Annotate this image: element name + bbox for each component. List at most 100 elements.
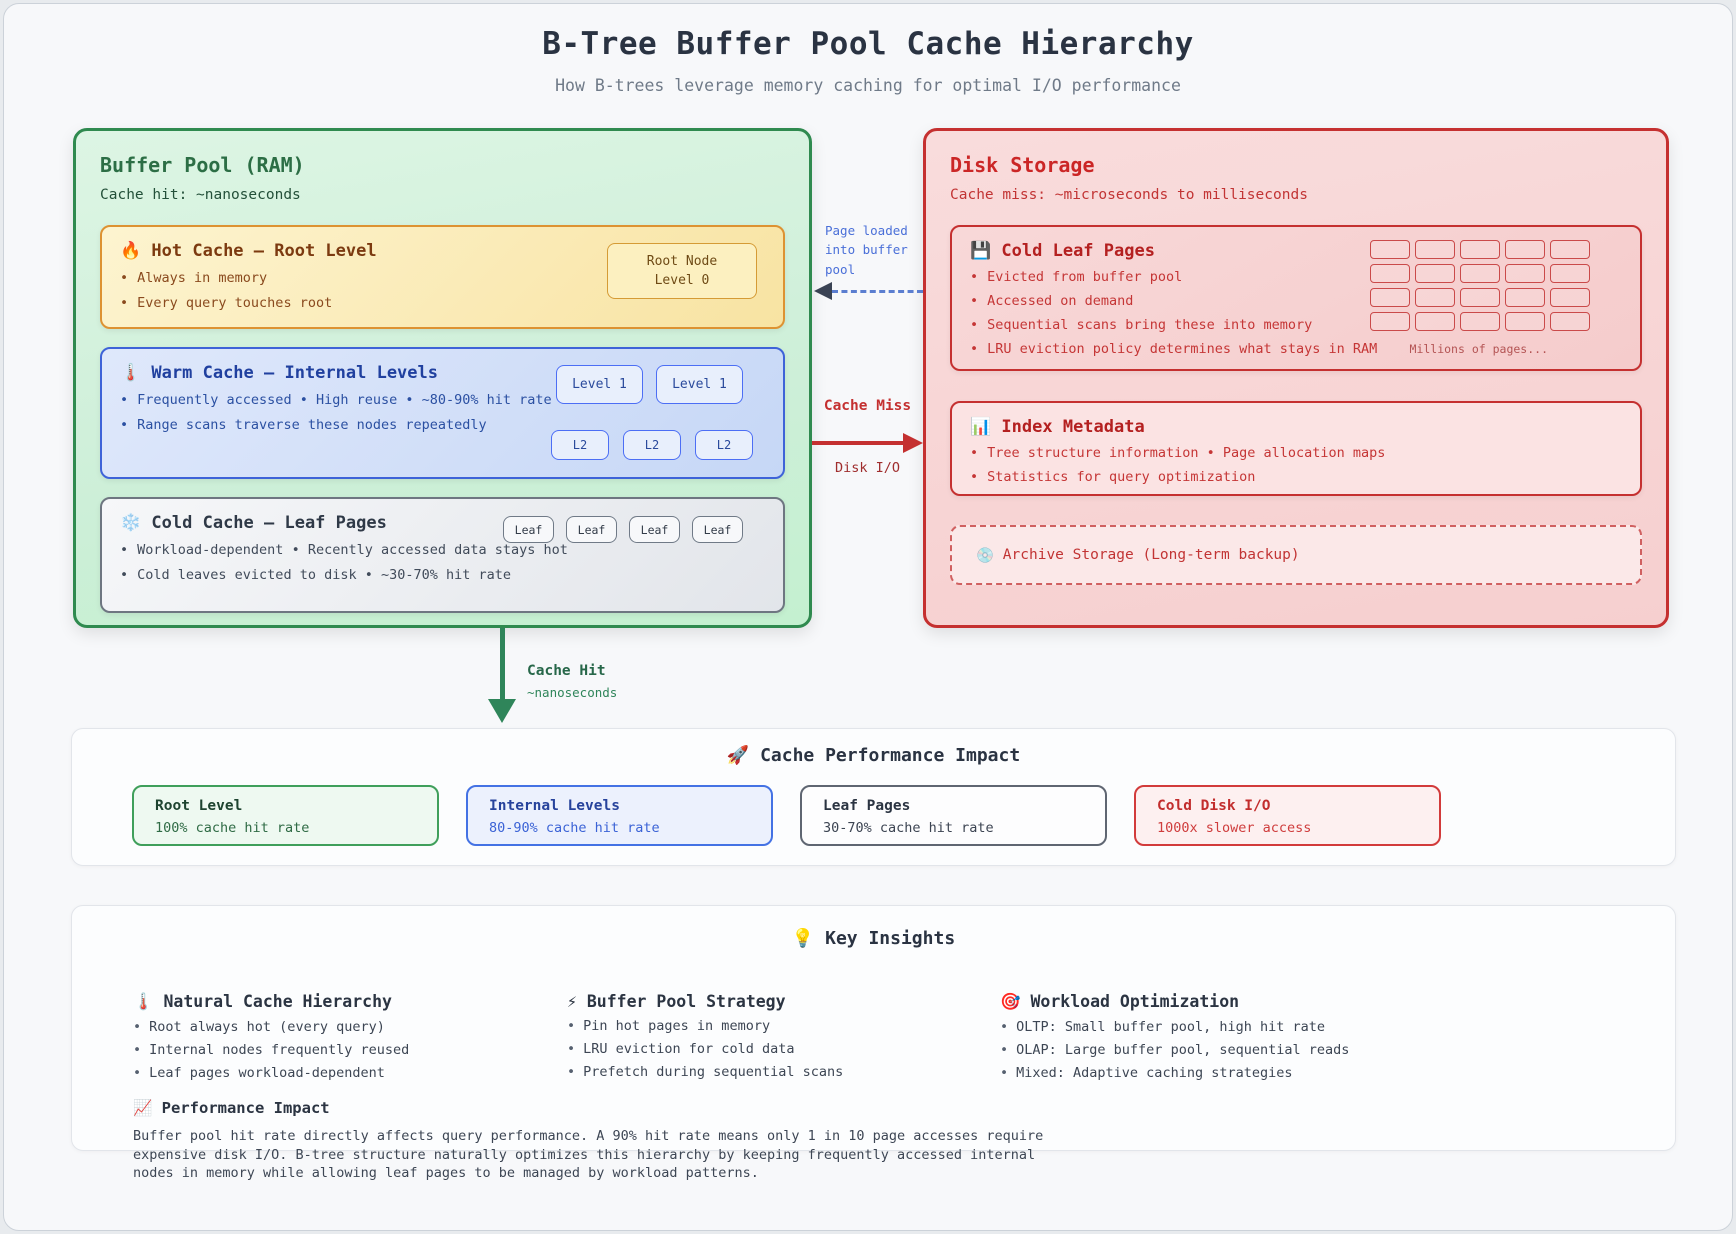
stat-card-root-level: Root Level 100% cache hit rate xyxy=(132,785,439,846)
disk-page-cell xyxy=(1370,240,1410,259)
stat-title: Leaf Pages xyxy=(823,798,911,814)
performance-panel: 🚀 Cache Performance Impact Root Level 10… xyxy=(71,728,1676,866)
level1-node-row: Level 1 Level 1 xyxy=(556,365,743,404)
lightning-icon: ⚡ xyxy=(567,992,577,1011)
cache-hierarchy-diagram: Buffer Pool (RAM) Cache hit: ~nanosecond… xyxy=(4,128,1732,728)
insight-bullet: LRU eviction for cold data xyxy=(567,1041,843,1057)
leaf-node-chip: Leaf xyxy=(629,516,680,543)
page-subtitle: How B-trees leverage memory caching for … xyxy=(555,76,1181,95)
stat-card-internal-levels: Internal Levels 80-90% cache hit rate xyxy=(466,785,773,846)
hot-cache-bullet: Always in memory xyxy=(120,270,765,286)
cold-leaf-pages-title: 💾 Cold Leaf Pages xyxy=(970,241,1622,261)
insight-title: ⚡ Buffer Pool Strategy xyxy=(567,992,843,1011)
insight-column-workload-optimization: 🎯 Workload Optimization OLTP: Small buff… xyxy=(1000,992,1349,1081)
cache-hit-label: Cache Hit xyxy=(527,663,606,679)
snowflake-icon: ❄️ xyxy=(120,513,142,533)
cold-leaf-pages-card: 💾 Cold Leaf Pages Evicted from buffer po… xyxy=(950,225,1642,371)
stat-title: Internal Levels xyxy=(489,798,620,814)
page-title: B-Tree Buffer Pool Cache Hierarchy xyxy=(542,26,1194,62)
hot-cache-bullet: Every query touches root xyxy=(120,295,765,311)
disk-page-cell xyxy=(1415,240,1455,259)
hot-cache-title: 🔥 Hot Cache – Root Level xyxy=(120,241,765,261)
archive-storage-label: Archive Storage (Long-term backup) xyxy=(1002,547,1300,563)
key-insights-panel: 💡 Key Insights 🌡️ Natural Cache Hierarch… xyxy=(71,905,1676,1181)
disk-page-cell xyxy=(1370,312,1410,331)
index-metadata-bullet: Statistics for query optimization xyxy=(970,469,1622,485)
insight-bullet: OLTP: Small buffer pool, high hit rate xyxy=(1000,1019,1349,1035)
disk-storage-title: Disk Storage xyxy=(950,153,1095,177)
insight-bullet: Root always hot (every query) xyxy=(133,1019,409,1035)
disk-page-cell xyxy=(1505,240,1545,259)
level2-node-chip: L2 xyxy=(623,430,681,460)
stat-value: 1000x slower access xyxy=(1157,820,1312,836)
header: B-Tree Buffer Pool Cache Hierarchy How B… xyxy=(4,4,1732,95)
insight-title-text: Workload Optimization xyxy=(1030,992,1240,1011)
arrow-line xyxy=(812,441,903,445)
cold-leaf-bullet: Evicted from buffer pool xyxy=(970,269,1622,285)
insight-column-buffer-pool-strategy: ⚡ Buffer Pool Strategy Pin hot pages in … xyxy=(567,992,843,1080)
insight-bullet: Leaf pages workload-dependent xyxy=(133,1065,409,1081)
cold-leaf-bullet: LRU eviction policy determines what stay… xyxy=(970,341,1622,357)
cold-cache-bullet: Workload-dependent • Recently accessed d… xyxy=(120,542,765,558)
arrow-line xyxy=(499,628,505,699)
insight-bullet: Pin hot pages in memory xyxy=(567,1018,843,1034)
stat-title: Root Level xyxy=(155,798,243,814)
thermometer-icon: 🌡️ xyxy=(133,992,154,1011)
fire-icon: 🔥 xyxy=(120,241,142,261)
disk-io-label: Disk I/O xyxy=(834,460,901,476)
insight-bullet: Prefetch during sequential scans xyxy=(567,1064,843,1080)
page: B-Tree Buffer Pool Cache Hierarchy How B… xyxy=(3,3,1733,1231)
cold-leaf-pages-title-text: Cold Leaf Pages xyxy=(1001,241,1155,261)
warm-cache-bullet: Frequently accessed • High reuse • ~80-9… xyxy=(120,392,765,408)
root-node-label: Root Node xyxy=(646,253,718,269)
disk-page-cell xyxy=(1415,264,1455,283)
performance-title: 🚀 Cache Performance Impact xyxy=(72,745,1675,766)
stat-value: 80-90% cache hit rate xyxy=(489,820,660,836)
cache-hit-arrow xyxy=(487,628,517,723)
insight-bullet: Internal nodes frequently reused xyxy=(133,1042,409,1058)
disk-page-cell xyxy=(1550,240,1590,259)
level1-node-chip: Level 1 xyxy=(556,365,643,404)
pages-note: Millions of pages... xyxy=(1409,342,1548,356)
buffer-pool-box: Buffer Pool (RAM) Cache hit: ~nanosecond… xyxy=(73,128,812,628)
stat-title: Cold Disk I/O xyxy=(1157,798,1271,814)
disk-page-cell xyxy=(1505,288,1545,307)
insight-bullet: OLAP: Large buffer pool, sequential read… xyxy=(1000,1042,1349,1058)
level1-node-chip: Level 1 xyxy=(656,365,743,404)
archive-storage-card: 💿 Archive Storage (Long-term backup) xyxy=(950,525,1642,585)
performance-impact-block: 📈 Performance Impact Buffer pool hit rat… xyxy=(133,1099,1063,1183)
arrow-down-head-icon xyxy=(488,699,516,723)
target-icon: 🎯 xyxy=(1000,992,1021,1011)
leaf-node-chip: Leaf xyxy=(503,516,554,543)
leaf-node-row: Leaf Leaf Leaf Leaf xyxy=(503,516,743,543)
key-insights-title-text: Key Insights xyxy=(825,928,956,949)
cache-hit-sublabel: ~nanoseconds xyxy=(527,685,618,700)
root-node-level: Level 0 xyxy=(654,273,710,288)
thermometer-icon: 🌡️ xyxy=(120,363,142,383)
performance-impact-text: Buffer pool hit rate directly affects qu… xyxy=(133,1128,1044,1182)
chart-increasing-icon: 📈 xyxy=(133,1099,153,1117)
hot-cache-card: 🔥 Hot Cache – Root Level Always in memor… xyxy=(100,225,785,329)
cold-cache-bullet: Cold leaves evicted to disk • ~30-70% hi… xyxy=(120,567,765,583)
page-load-label: Page loaded into buffer pool xyxy=(825,223,908,277)
stat-row: Root Level 100% cache hit rate Internal … xyxy=(132,785,1441,846)
disk-page-cell xyxy=(1550,312,1590,331)
arrow-right-head-icon xyxy=(903,433,923,453)
cache-miss-arrow xyxy=(812,433,923,453)
insight-title-text: Natural Cache Hierarchy xyxy=(163,992,392,1011)
disk-storage-box: Disk Storage Cache miss: ~microseconds t… xyxy=(923,128,1669,628)
cache-miss-label: Cache Miss xyxy=(823,398,912,414)
stat-value: 30-70% cache hit rate xyxy=(823,820,994,836)
warm-cache-title-text: Warm Cache – Internal Levels xyxy=(151,363,438,383)
warm-cache-card: 🌡️ Warm Cache – Internal Levels Frequent… xyxy=(100,347,785,479)
cold-leaf-bullet: Sequential scans bring these into memory xyxy=(970,317,1622,333)
insight-bullet: Mixed: Adaptive caching strategies xyxy=(1000,1065,1349,1081)
cold-cache-title: ❄️ Cold Cache – Leaf Pages xyxy=(120,513,765,533)
bar-chart-icon: 📊 xyxy=(970,417,992,437)
insight-title-text: Buffer Pool Strategy xyxy=(586,992,786,1011)
buffer-pool-latency: Cache hit: ~nanoseconds xyxy=(100,187,301,203)
level2-node-row: L2 L2 L2 xyxy=(551,430,753,460)
insight-title: 🎯 Workload Optimization xyxy=(1000,992,1349,1012)
disk-page-cell xyxy=(1460,240,1500,259)
dashed-line xyxy=(832,289,923,293)
